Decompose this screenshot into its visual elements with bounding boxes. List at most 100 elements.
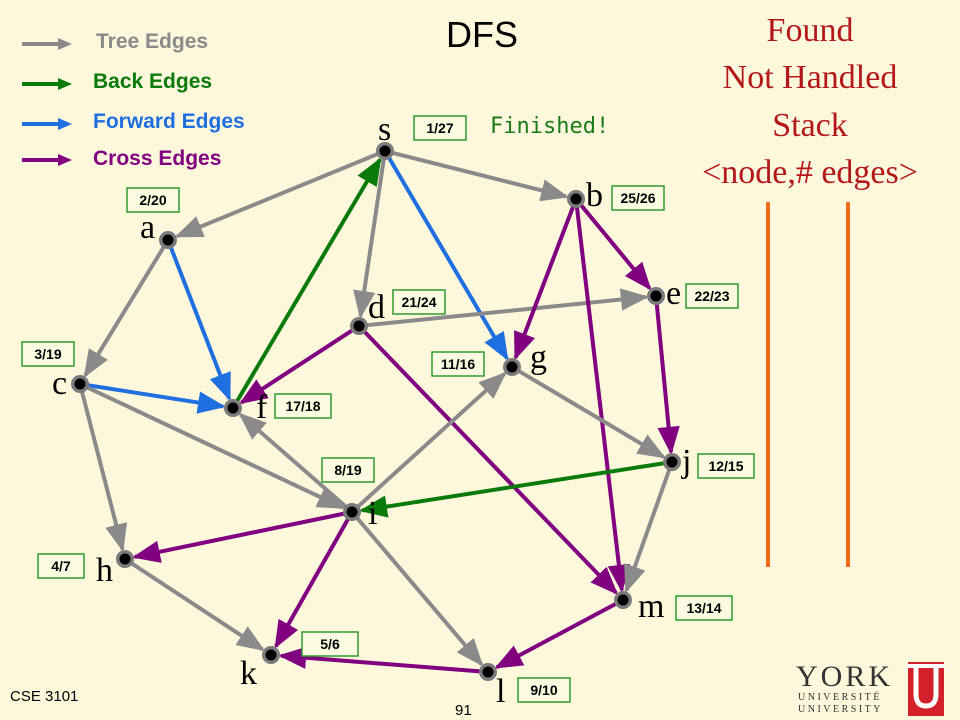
page-number: 91 — [455, 702, 472, 719]
time-box-b: 25/26 — [611, 185, 665, 211]
time-text-c: 3/19 — [34, 346, 61, 362]
node-l — [479, 663, 497, 681]
edge-c-h — [80, 391, 128, 553]
node-label-k: k — [240, 655, 257, 692]
node-d — [350, 317, 368, 335]
edge-a-c — [83, 245, 166, 378]
node-m — [614, 591, 632, 609]
legend-cross-label: Cross Edges — [93, 147, 222, 170]
time-text-a: 2/20 — [139, 192, 166, 208]
legend-arrow-cross — [22, 154, 72, 166]
time-boxes: 1/27 2/20 25/26 3/19 21/24 22/23 17/18 11/16 4/7… — [21, 115, 755, 703]
node-label-f: f — [256, 389, 268, 426]
node-label-m: m — [638, 588, 664, 625]
time-box-m: 13/14 — [675, 595, 733, 621]
edge-b-g — [513, 205, 576, 361]
edge-g-j — [517, 369, 666, 459]
node-c — [71, 375, 89, 393]
edge-j-i — [359, 461, 665, 518]
time-text-b: 25/26 — [620, 190, 655, 206]
status-not-handled: Not Handled — [722, 59, 898, 96]
time-box-a: 2/20 — [126, 187, 180, 213]
edge-f-s — [235, 157, 382, 403]
node-s — [376, 142, 394, 160]
time-box-c: 3/19 — [21, 341, 75, 367]
status-found: Found — [766, 12, 854, 49]
time-text-l: 9/10 — [530, 682, 557, 698]
node-b — [567, 190, 585, 208]
node-g — [503, 358, 521, 376]
node-f — [224, 399, 242, 417]
logo-top-text: YORK — [796, 660, 893, 693]
node-e — [647, 287, 665, 305]
time-text-d: 21/24 — [401, 294, 436, 310]
edge-s-g — [387, 156, 509, 361]
status-stack: Stack — [772, 107, 848, 144]
time-text-h: 4/7 — [51, 558, 71, 574]
edge-i-k — [274, 517, 350, 649]
edge-l-k — [278, 646, 481, 674]
node-j — [663, 453, 681, 471]
graph-edges — [80, 151, 680, 674]
node-k — [262, 646, 280, 664]
time-text-f: 17/18 — [285, 398, 320, 414]
edge-b-e — [579, 203, 652, 291]
logo-emblem-u — [913, 666, 939, 709]
node-a — [159, 231, 177, 249]
edge-i-f — [238, 412, 348, 509]
time-text-e: 22/23 — [694, 288, 729, 304]
legend-tree-label: Tree Edges — [96, 30, 209, 53]
york-logo: YORK UNIVERSITÉ UNIVERSITY — [796, 660, 945, 716]
legend-arrows — [22, 38, 72, 166]
edge-b-m — [574, 206, 631, 593]
edge-d-f — [239, 328, 354, 405]
edge-e-j — [654, 303, 680, 455]
legend-forward-label: Forward Edges — [93, 110, 245, 133]
node-h — [116, 550, 134, 568]
node-label-j: j — [681, 443, 691, 480]
node-label-s: s — [378, 111, 391, 148]
time-box-h: 4/7 — [37, 553, 85, 579]
edge-i-h — [132, 511, 345, 563]
node-label-b: b — [586, 177, 603, 214]
time-box-j: 12/15 — [697, 453, 755, 479]
edge-i-l — [355, 516, 484, 667]
edge-d-e — [366, 288, 649, 328]
edge-s-b — [392, 151, 570, 202]
time-box-e: 22/23 — [685, 283, 739, 309]
time-text-s: 1/27 — [426, 120, 453, 136]
time-box-l: 9/10 — [517, 677, 571, 703]
node-label-d: d — [368, 289, 385, 326]
node-label-c: c — [52, 365, 67, 402]
node-label-g: g — [530, 339, 547, 376]
edge-i-g — [356, 371, 507, 509]
node-label-a: a — [140, 209, 155, 246]
time-text-m: 13/14 — [686, 600, 721, 616]
edge-j-m — [624, 468, 672, 594]
edge-s-a — [174, 152, 379, 239]
course-code: CSE 3101 — [10, 688, 79, 705]
legend-arrow-back — [22, 78, 72, 90]
finished-text: Finished! — [490, 114, 610, 139]
legend-arrow-forward — [22, 118, 72, 130]
logo-mid-text: UNIVERSITÉ — [798, 691, 882, 703]
edge-c-f — [87, 383, 226, 414]
legend-back-label: Back Edges — [93, 70, 213, 93]
edge-c-i — [86, 385, 346, 510]
node-label-l: l — [496, 673, 505, 710]
edge-d-m — [363, 330, 619, 595]
node-label-h: h — [96, 552, 113, 589]
legend-arrow-tree — [22, 38, 72, 50]
time-box-g: 11/16 — [431, 351, 485, 377]
time-box-i: 8/19 — [321, 457, 375, 483]
time-box-f: 17/18 — [274, 393, 332, 419]
logo-bottom-text: UNIVERSITY — [798, 704, 883, 715]
time-text-k: 5/6 — [320, 636, 340, 652]
time-text-g: 11/16 — [441, 356, 475, 372]
stack-bars — [766, 202, 850, 567]
status-node-edges: <node,# edges> — [702, 154, 918, 191]
page-title: DFS — [446, 14, 518, 55]
edge-a-f — [169, 246, 232, 402]
